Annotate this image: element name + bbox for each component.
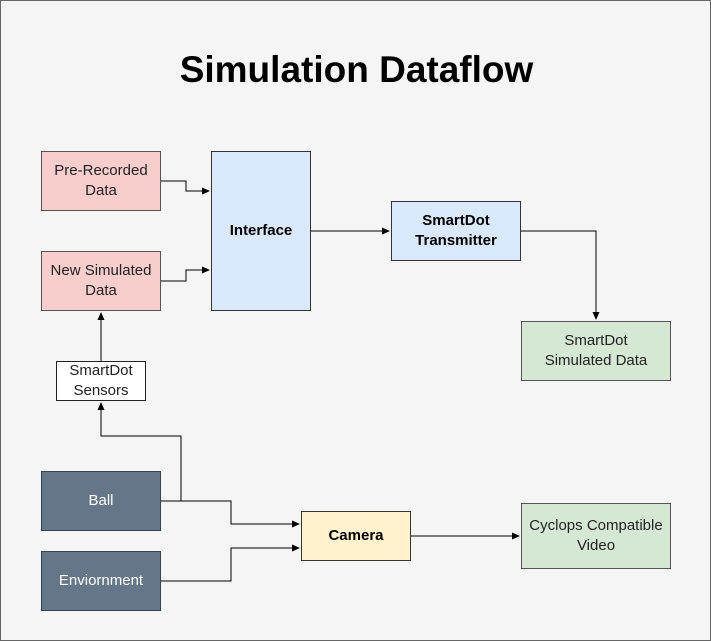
edge-newsim-interface — [161, 266, 210, 282]
node-new-simulated-data[interactable]: New Simulated Data — [41, 251, 161, 311]
edge-transmitter-simdata — [521, 230, 600, 320]
node-smartdot-sensors[interactable]: SmartDot Sensors — [56, 361, 146, 401]
node-camera[interactable]: Camera — [301, 511, 411, 561]
edge-prerecorded-interface — [161, 180, 210, 195]
node-prerecorded-data[interactable]: Pre-Recorded Data — [41, 151, 161, 211]
edge-ball-camera — [161, 500, 300, 528]
edge-environment-camera — [161, 544, 300, 582]
diagram-title: Simulation Dataflow — [179, 49, 534, 90]
node-interface[interactable]: Interface — [211, 151, 311, 311]
node-cyclops-video[interactable]: Cyclops Compatible Video — [521, 503, 671, 569]
node-smartdot-transmitter[interactable]: SmartDot Transmitter — [391, 201, 521, 261]
node-environment[interactable]: Enviornment — [41, 551, 161, 611]
node-smartdot-simulated-data[interactable]: SmartDot Simulated Data — [521, 321, 671, 381]
node-ball[interactable]: Ball — [41, 471, 161, 531]
